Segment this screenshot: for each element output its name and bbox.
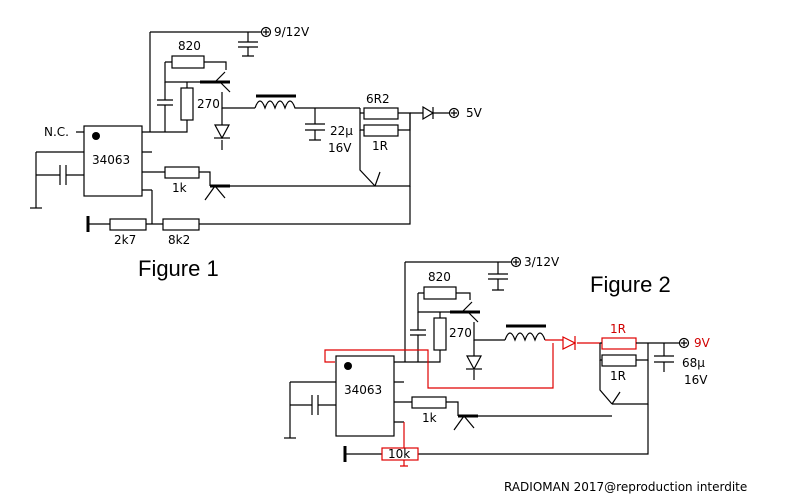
fig1-r270-label: 270 — [197, 97, 220, 111]
fig1-output-cap — [300, 107, 360, 141]
fig1-transistor — [214, 71, 231, 93]
fig1-r-8k2 — [162, 218, 200, 231]
fig2-input-cap — [488, 262, 508, 291]
fig1-r-2k7 — [109, 218, 147, 231]
fig2-output-label: 9V — [694, 336, 711, 350]
fig2-r-270 — [433, 317, 447, 351]
fig1-supply-label: 9/12V — [274, 25, 310, 39]
fig2-red-wire — [545, 339, 600, 344]
fig1-r-1r — [363, 124, 399, 137]
fig1-switch-node — [221, 92, 255, 109]
fig1-transistor2 — [204, 185, 226, 201]
fig2-supply-label: 3/12V — [524, 255, 560, 269]
fig1-r8k2-label: 8k2 — [168, 233, 190, 247]
fig1-r1r-label: 1R — [372, 139, 388, 153]
fig2-ic-label: 34063 — [344, 383, 382, 397]
fig2-output-plus-icon — [681, 340, 687, 346]
fig1-inductor — [254, 100, 300, 110]
fig2-ic-pin1-dot — [344, 362, 352, 370]
fig2-r-1r-bottom — [601, 354, 637, 367]
fig2-small-cap — [410, 312, 426, 362]
fig1-out-diode — [422, 105, 435, 121]
fig2-plus-icon — [513, 259, 519, 265]
fig1-diode — [213, 124, 231, 140]
fig1-r-820 — [171, 55, 205, 69]
fig2-r-1r-top — [601, 337, 637, 350]
fig2-r1r-top-label: 1R — [610, 322, 626, 336]
fig2-r1k-label: 1k — [422, 411, 437, 425]
fig1-divider-wire — [88, 186, 411, 225]
fig1-small-cap — [157, 82, 173, 132]
fig1-plus-icon — [263, 29, 269, 35]
fig2-r-10k — [381, 447, 419, 461]
fig1-r2k7-label: 2k7 — [114, 233, 136, 247]
fig2-diode — [465, 355, 483, 371]
fig1-ic-label: 34063 — [92, 153, 130, 167]
fig2-r270-label: 270 — [449, 326, 472, 340]
fig2-r820-label: 820 — [428, 270, 451, 284]
fig2-ic-34063 — [335, 355, 395, 437]
fig1-820-leads — [165, 61, 227, 70]
fig2-1k-leads — [404, 401, 459, 416]
fig1-output-plus-icon — [451, 110, 457, 116]
fig1-r-6r2 — [363, 107, 399, 120]
fig2-feedback-line — [478, 360, 649, 417]
fig1-title: Figure 1 — [138, 256, 219, 281]
fig2-r-820 — [423, 286, 457, 300]
fig1-r6r2-label: 6R2 — [366, 92, 390, 106]
fig1-ic-pins — [76, 131, 152, 191]
fig1-r-1k — [164, 166, 200, 179]
fig2-10k-red-tap — [400, 422, 408, 467]
fig2-timing-cap — [289, 381, 336, 438]
fig2-cap-voltage-label: 16V — [684, 373, 708, 387]
fig2-r1r-bottom-label: 1R — [610, 369, 626, 383]
fig2-transistor — [461, 301, 479, 323]
fig2-divider-wire — [345, 404, 649, 455]
fig1-270-leads — [150, 82, 188, 133]
fig2-switch-node — [473, 322, 505, 341]
fig2-270-leads — [405, 312, 441, 363]
fig1-1k-leads — [152, 171, 211, 186]
fig2-red-feedback-loop — [324, 343, 554, 389]
fig2-inductor — [504, 332, 546, 342]
fig2-transistor2 — [453, 415, 475, 431]
figure2-circuit — [284, 256, 690, 467]
fig1-input-cap — [238, 32, 258, 57]
fig1-sense-feedback — [359, 130, 376, 187]
fig2-cap-label: 68µ — [682, 356, 705, 370]
fig2-output-cap — [654, 343, 674, 372]
fig1-r-270 — [180, 87, 194, 121]
fig1-timing-cap — [35, 151, 84, 208]
fig1-r820-label: 820 — [178, 39, 201, 53]
fig1-output-label: 5V — [466, 106, 483, 120]
fig2-red-diode — [562, 336, 577, 350]
figure1-circuit — [30, 26, 460, 232]
fig2-ic-pins — [394, 361, 405, 423]
fig1-ic-pin1-dot — [92, 132, 100, 140]
fig1-r1k-label: 1k — [172, 181, 187, 195]
fig1-cap-label: 22µ — [330, 124, 353, 138]
fig2-r-1k — [411, 396, 447, 409]
fig1-cap-voltage-label: 16V — [328, 141, 352, 155]
copyright-footer: RADIOMAN 2017@reproduction interdite — [504, 480, 747, 494]
fig2-r10k-label: 10k — [388, 447, 410, 461]
fig1-nc-label: N.C. — [44, 125, 69, 139]
fig2-title: Figure 2 — [590, 272, 671, 297]
